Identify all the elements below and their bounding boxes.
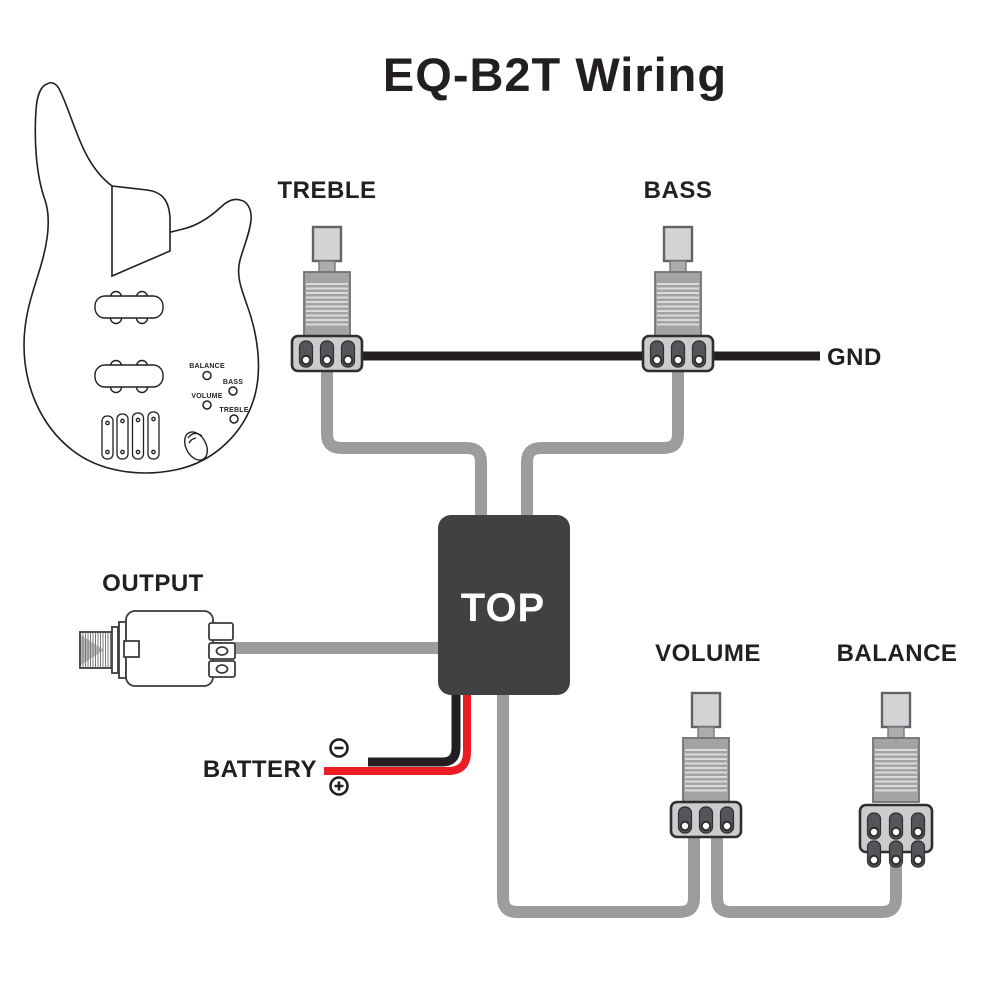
guitar-bridge-pickup (94, 359, 164, 394)
volume-pot-shaft (681, 691, 731, 804)
guitar-neck-ramp (111, 185, 171, 278)
guitar-treble-label: TREBLE (219, 407, 248, 414)
wire-battery-black (368, 692, 461, 767)
treble-pot-shaft (302, 225, 352, 338)
bass-pot-base (641, 334, 715, 373)
balance-pot (858, 691, 934, 868)
guitar-bridge-saddles (101, 411, 160, 460)
output-label: OUTPUT (102, 570, 204, 597)
bass-label: BASS (644, 177, 713, 204)
treble-label: TREBLE (278, 177, 377, 204)
wire-top-to-volume (497, 690, 700, 918)
guitar-bass-hole (228, 386, 238, 396)
volume-pot (669, 691, 743, 839)
output-jack (79, 610, 236, 687)
diagram-title: EQ-B2T Wiring (383, 48, 727, 101)
battery-label: BATTERY (203, 756, 317, 783)
battery-positive-icon (329, 776, 349, 796)
bass-pot (641, 225, 715, 373)
guitar-treble-hole (229, 414, 239, 424)
guitar-body-illustration: BALANCE BASS VOLUME TREBLE (23, 81, 260, 474)
preamp-box: TOP (438, 515, 570, 695)
guitar-jack-hole (184, 431, 208, 461)
balance-pot-base (858, 803, 934, 868)
gnd-label: GND (827, 344, 882, 371)
guitar-neck-pickup (94, 290, 164, 325)
volume-pot-base (669, 800, 743, 839)
battery-negative-icon (329, 738, 349, 758)
treble-pot-base (290, 334, 364, 373)
balance-label: BALANCE (837, 640, 958, 667)
wire-treble-to-top (321, 350, 487, 516)
preamp-box-label: TOP (461, 586, 546, 630)
guitar-bass-label: BASS (223, 379, 243, 386)
wire-battery-red (324, 692, 471, 775)
guitar-volume-hole (202, 400, 212, 410)
volume-label: VOLUME (655, 640, 761, 667)
wires-layer (214, 350, 902, 918)
balance-pot-shaft (871, 691, 921, 804)
wire-bass-to-top (521, 350, 684, 516)
guitar-balance-label: BALANCE (189, 363, 225, 370)
battery-polarity (329, 738, 349, 796)
guitar-control-holes (202, 370, 239, 424)
guitar-volume-label: VOLUME (191, 393, 222, 400)
wire-volume-to-balance (711, 828, 902, 918)
bass-pot-shaft (653, 225, 703, 338)
treble-pot (290, 225, 364, 373)
guitar-balance-hole (202, 370, 212, 381)
